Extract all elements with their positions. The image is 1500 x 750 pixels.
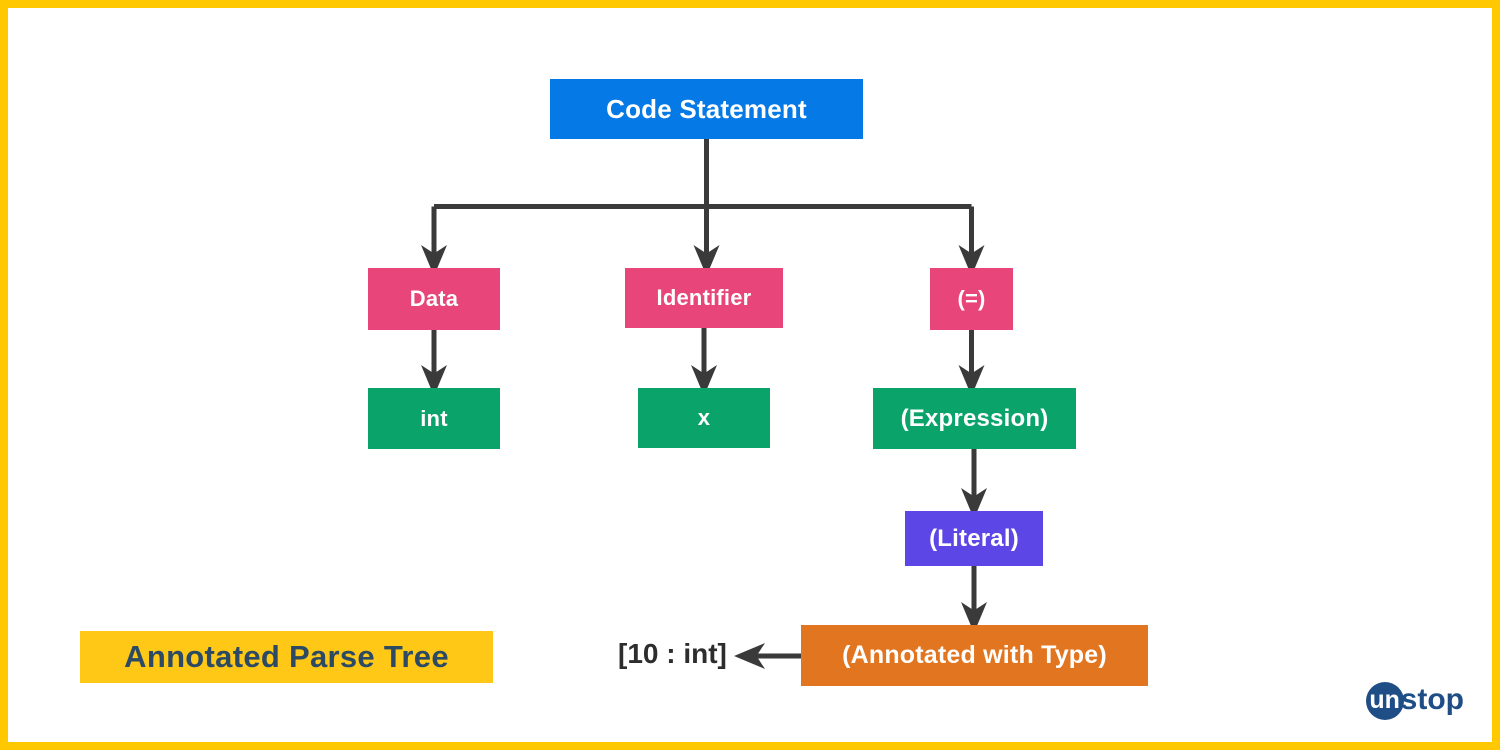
figure-title-banner: Annotated Parse Tree <box>80 631 493 683</box>
tree-connectors <box>421 139 987 669</box>
node-equals-label: (=) <box>957 286 986 311</box>
node-annotated-with-type[interactable]: (Annotated with Type) <box>801 625 1148 686</box>
node-identifier[interactable]: Identifier <box>625 268 783 328</box>
unstop-logo: un stop <box>1365 682 1464 720</box>
node-literal-label: (Literal) <box>929 524 1019 552</box>
node-expression-label: (Expression) <box>900 404 1049 432</box>
node-x-label: x <box>697 405 711 430</box>
unstop-logo-word: stop <box>1400 683 1464 716</box>
node-data[interactable]: Data <box>368 268 500 330</box>
unstop-logo-mark: un <box>1365 682 1404 720</box>
node-literal[interactable]: (Literal) <box>905 511 1043 566</box>
node-code-statement[interactable]: Code Statement <box>550 79 863 139</box>
node-x[interactable]: x <box>638 388 770 448</box>
node-int-label: int <box>420 405 448 431</box>
node-equals[interactable]: (=) <box>930 268 1013 330</box>
node-annotated-label: (Annotated with Type) <box>842 641 1107 669</box>
node-int[interactable]: int <box>368 388 500 449</box>
annotation-value-label: [10 : int] <box>618 638 727 669</box>
figure-title: Annotated Parse Tree <box>124 639 449 674</box>
node-identifier-label: Identifier <box>656 285 752 310</box>
node-expression[interactable]: (Expression) <box>873 388 1076 449</box>
node-code-statement-label: Code Statement <box>606 93 807 124</box>
node-data-label: Data <box>409 286 459 311</box>
